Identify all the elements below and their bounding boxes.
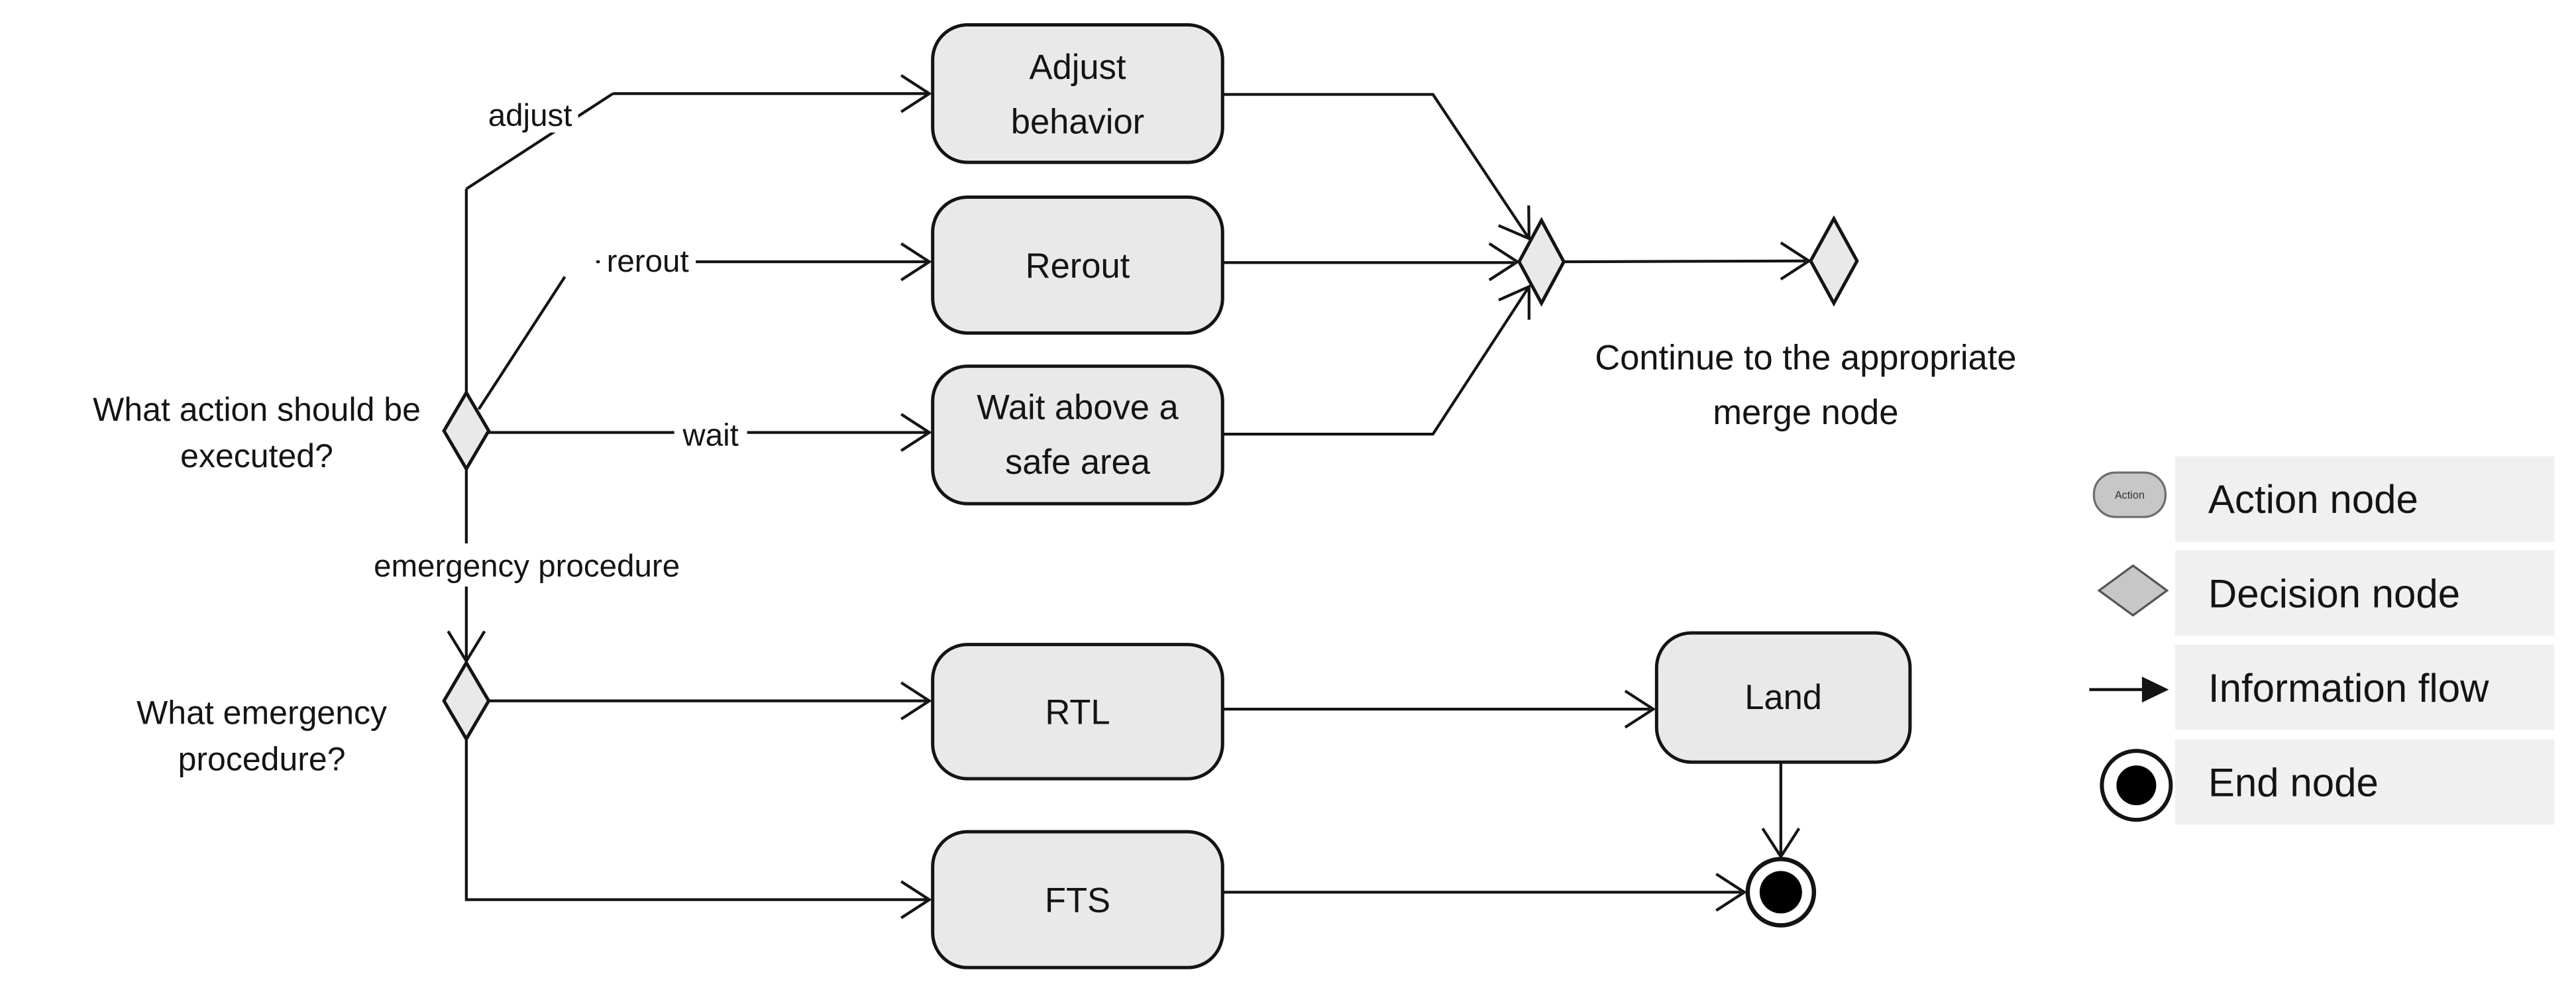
legend-bar-action: [2174, 456, 2555, 542]
arrowhead-adjust-icon: [900, 74, 932, 113]
edge-wait-to-merge: [1222, 286, 1530, 436]
edge-labels: adjust rerout wait emergency procedure: [372, 97, 747, 587]
end-node-inner-dot: [1759, 871, 1802, 914]
edge-fts-bend: [464, 739, 930, 901]
continue-text-line2: merge node: [1713, 393, 1898, 432]
adjust-behavior-label-line1: Adjust: [1029, 48, 1126, 87]
arrowhead-wait-merge-icon: [1498, 284, 1530, 320]
action-node-land: [1654, 631, 1912, 764]
fts-label: FTS: [1045, 881, 1110, 920]
continue-annotation: Continue to the appropriate merge node: [1595, 339, 2016, 433]
merge-node: [1517, 217, 1566, 307]
action-node-fts: [931, 830, 1224, 969]
decision-node-icon: [2097, 564, 2169, 617]
action-node-rtl: [931, 643, 1224, 781]
legend-label-end-node: End node: [2208, 760, 2379, 804]
wait-label-line1: Wait above a: [977, 388, 1179, 427]
question2-line2: procedure?: [178, 741, 346, 778]
adjust-label-bg: [484, 97, 578, 133]
legend-label-information-flow: Information flow: [2208, 666, 2489, 710]
edge-label-rerout: rerout: [607, 244, 689, 279]
legend-label-decision-node: Decision node: [2208, 571, 2460, 616]
action-node-icon: [2092, 471, 2167, 518]
end-node-icon-dot: [2116, 765, 2157, 806]
rerout-label: Rerout: [1026, 247, 1130, 286]
legend-label-action-node: Action node: [2208, 477, 2418, 522]
rtl-label: RTL: [1045, 693, 1110, 732]
information-flow-icon-head: [2141, 677, 2169, 703]
action-nodes: Adjust behavior Rerout Wait above a safe…: [931, 23, 1912, 969]
edge-label-emergency: emergency procedure: [374, 549, 680, 584]
arrowhead-rtl-icon: [900, 681, 932, 720]
question2-line1: What emergency: [136, 694, 387, 732]
question1-line1: What action should be: [93, 391, 421, 428]
arrowhead-wait-icon: [900, 413, 932, 452]
legend-bar-decision: [2174, 550, 2555, 636]
arrowhead-fts-icon: [900, 880, 932, 919]
action-node-wait: [931, 364, 1224, 506]
edge-rerout-diagonal: [477, 276, 566, 410]
edge-merge-to-final: [1564, 259, 1806, 264]
adjust-behavior-label-line2: behavior: [1011, 102, 1144, 141]
decision-questions: What action should be executed? What eme…: [93, 391, 421, 778]
arrowhead-fts-end-icon: [1715, 873, 1747, 912]
decision-node-action: [442, 389, 491, 472]
arrowhead-land-end-icon: [1761, 828, 1801, 859]
emergency-label-bg: [372, 543, 683, 587]
final-decision-node: [1808, 215, 1859, 307]
action-node-icon-label: Action: [2115, 490, 2145, 502]
arrowhead-rerout-icon: [900, 242, 932, 282]
edge-label-adjust: adjust: [488, 98, 572, 133]
wait-label-bg: [674, 414, 747, 453]
action-node-adjust-behavior: [931, 23, 1224, 164]
legend-bar-information-flow: [2174, 644, 2555, 730]
wait-label-line2: safe area: [1005, 443, 1151, 482]
edge-adjust-to-merge: [1222, 93, 1530, 240]
action-node-rerout: [931, 195, 1224, 335]
end-node: [1745, 857, 1817, 928]
question1-line2: executed?: [180, 437, 333, 474]
land-label: Land: [1744, 678, 1822, 717]
arrowhead-adjust-merge-icon: [1497, 205, 1530, 241]
arrowhead-land-icon: [1624, 689, 1656, 729]
edge-label-wait: wait: [682, 418, 738, 453]
edge-adjust-diagonal: [465, 92, 614, 190]
legend: Action Action node Decision node Informa…: [2089, 456, 2555, 825]
legend-bar-end: [2174, 739, 2555, 825]
continue-text-line1: Continue to the appropriate: [1595, 339, 2016, 378]
decision-node-emergency: [442, 659, 491, 743]
rerout-label-bg: [600, 242, 696, 280]
